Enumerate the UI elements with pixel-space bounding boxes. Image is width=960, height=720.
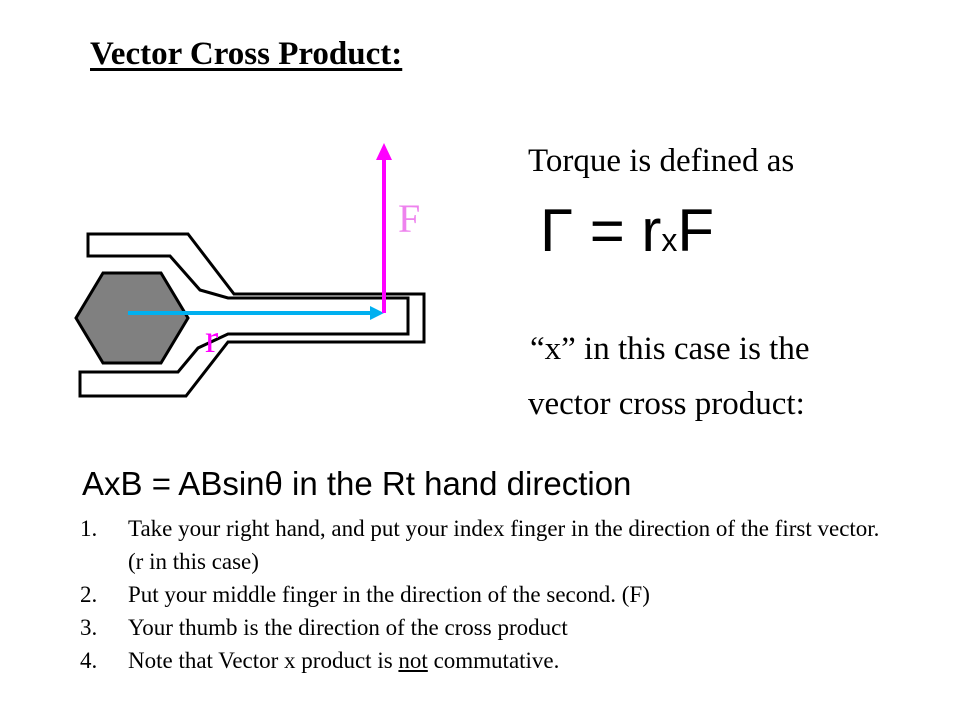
step-text: Your thumb is the direction of the cross… bbox=[128, 615, 568, 640]
list-item: 2. Put your middle finger in the directi… bbox=[80, 578, 880, 611]
step-text: Take your right hand, and put your index… bbox=[128, 516, 880, 574]
cross-symbol: x bbox=[661, 222, 678, 258]
formula-lhs: Γ = r bbox=[540, 197, 662, 264]
hex-nut bbox=[74, 271, 190, 365]
force-arrowhead bbox=[376, 143, 392, 160]
radius-arrowhead bbox=[370, 306, 384, 320]
step-text: Note that Vector x product is not commut… bbox=[128, 648, 559, 673]
wrench-outline bbox=[78, 232, 426, 398]
step-number: 2. bbox=[80, 582, 98, 607]
cross-product-rule: AxB = ABsinθ in the Rt hand direction bbox=[82, 465, 632, 502]
step-text-before: Note that Vector x product is bbox=[128, 648, 399, 673]
list-item: 3. Your thumb is the direction of the cr… bbox=[80, 611, 880, 644]
explanation-line-1: “x” in this case is the bbox=[530, 331, 810, 367]
force-label: F bbox=[398, 196, 420, 241]
page-title: Vector Cross Product: bbox=[90, 36, 403, 72]
step-number: 4. bbox=[80, 648, 98, 673]
torque-formula: Γ = rxF bbox=[540, 196, 714, 265]
list-item: 4. Note that Vector x product is not com… bbox=[80, 644, 880, 677]
steps-list: 1. Take your right hand, and put your in… bbox=[80, 512, 880, 677]
explanation-line-2: vector cross product: bbox=[528, 386, 805, 422]
step-text-after: commutative. bbox=[427, 648, 560, 673]
torque-intro: Torque is defined as bbox=[528, 143, 795, 179]
step-number: 3. bbox=[80, 615, 98, 640]
list-item: 1. Take your right hand, and put your in… bbox=[80, 512, 880, 578]
step-text: Put your middle finger in the direction … bbox=[128, 582, 650, 607]
radius-label: r bbox=[205, 316, 218, 361]
step-number: 1. bbox=[80, 516, 98, 541]
emphasis-not: not bbox=[398, 648, 428, 673]
formula-operand: F bbox=[677, 197, 715, 264]
